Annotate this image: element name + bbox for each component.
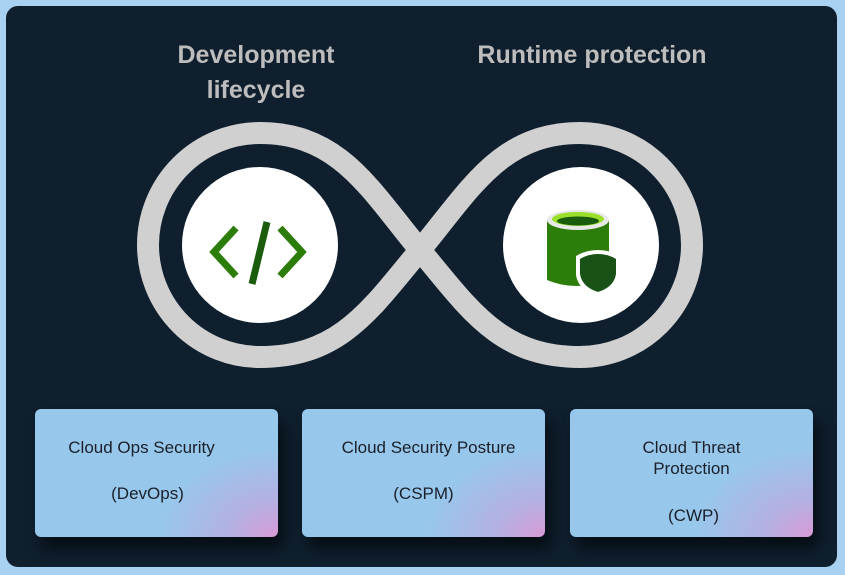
code-icon: [209, 221, 307, 285]
card-title: Cloud Security Posture: [341, 438, 516, 457]
runtime-protection-title: Runtime protection: [477, 41, 707, 69]
card-title: Cloud Ops Security: [68, 438, 215, 457]
infinity-loop: [137, 121, 703, 369]
card-cloud-ops-security: Cloud Ops Security (DevOps): [35, 409, 278, 537]
card-abbr: (CSPM): [393, 484, 454, 503]
card-abbr: (CWP): [668, 506, 719, 525]
card-abbr: (DevOps): [111, 484, 184, 503]
database-shield-icon: [547, 210, 620, 296]
card-cloud-security-posture: Cloud Security Posture (CSPM): [302, 409, 545, 537]
card-cloud-threat-protection: Cloud Threat Protection (CWP): [570, 409, 813, 537]
development-lifecycle-title: Development lifecycle: [177, 41, 335, 104]
card-title: Cloud Threat Protection: [642, 438, 741, 478]
